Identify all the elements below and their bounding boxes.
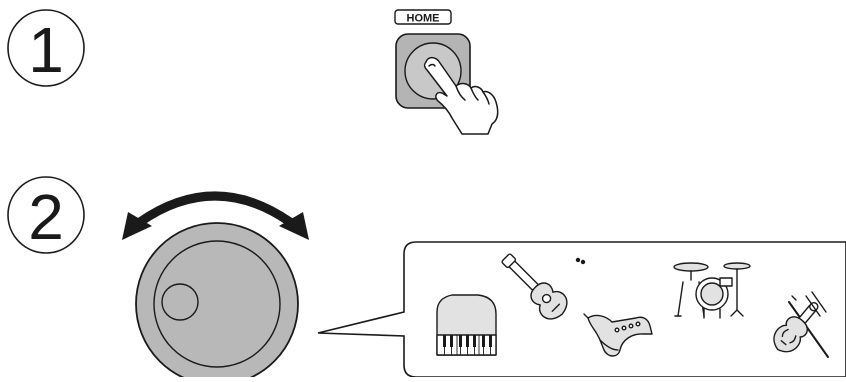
home-label: HOME: [395, 10, 451, 25]
piano-icon: [437, 295, 496, 355]
step-1-number: 1: [28, 14, 64, 86]
home-label-text: HOME: [407, 13, 440, 25]
step-2-number: 2: [28, 181, 64, 253]
dial-grip-dimple: [162, 284, 198, 320]
dial-knob[interactable]: [136, 223, 298, 377]
step-1-badge: 1: [8, 10, 84, 86]
step-2-badge: 2: [8, 177, 84, 253]
